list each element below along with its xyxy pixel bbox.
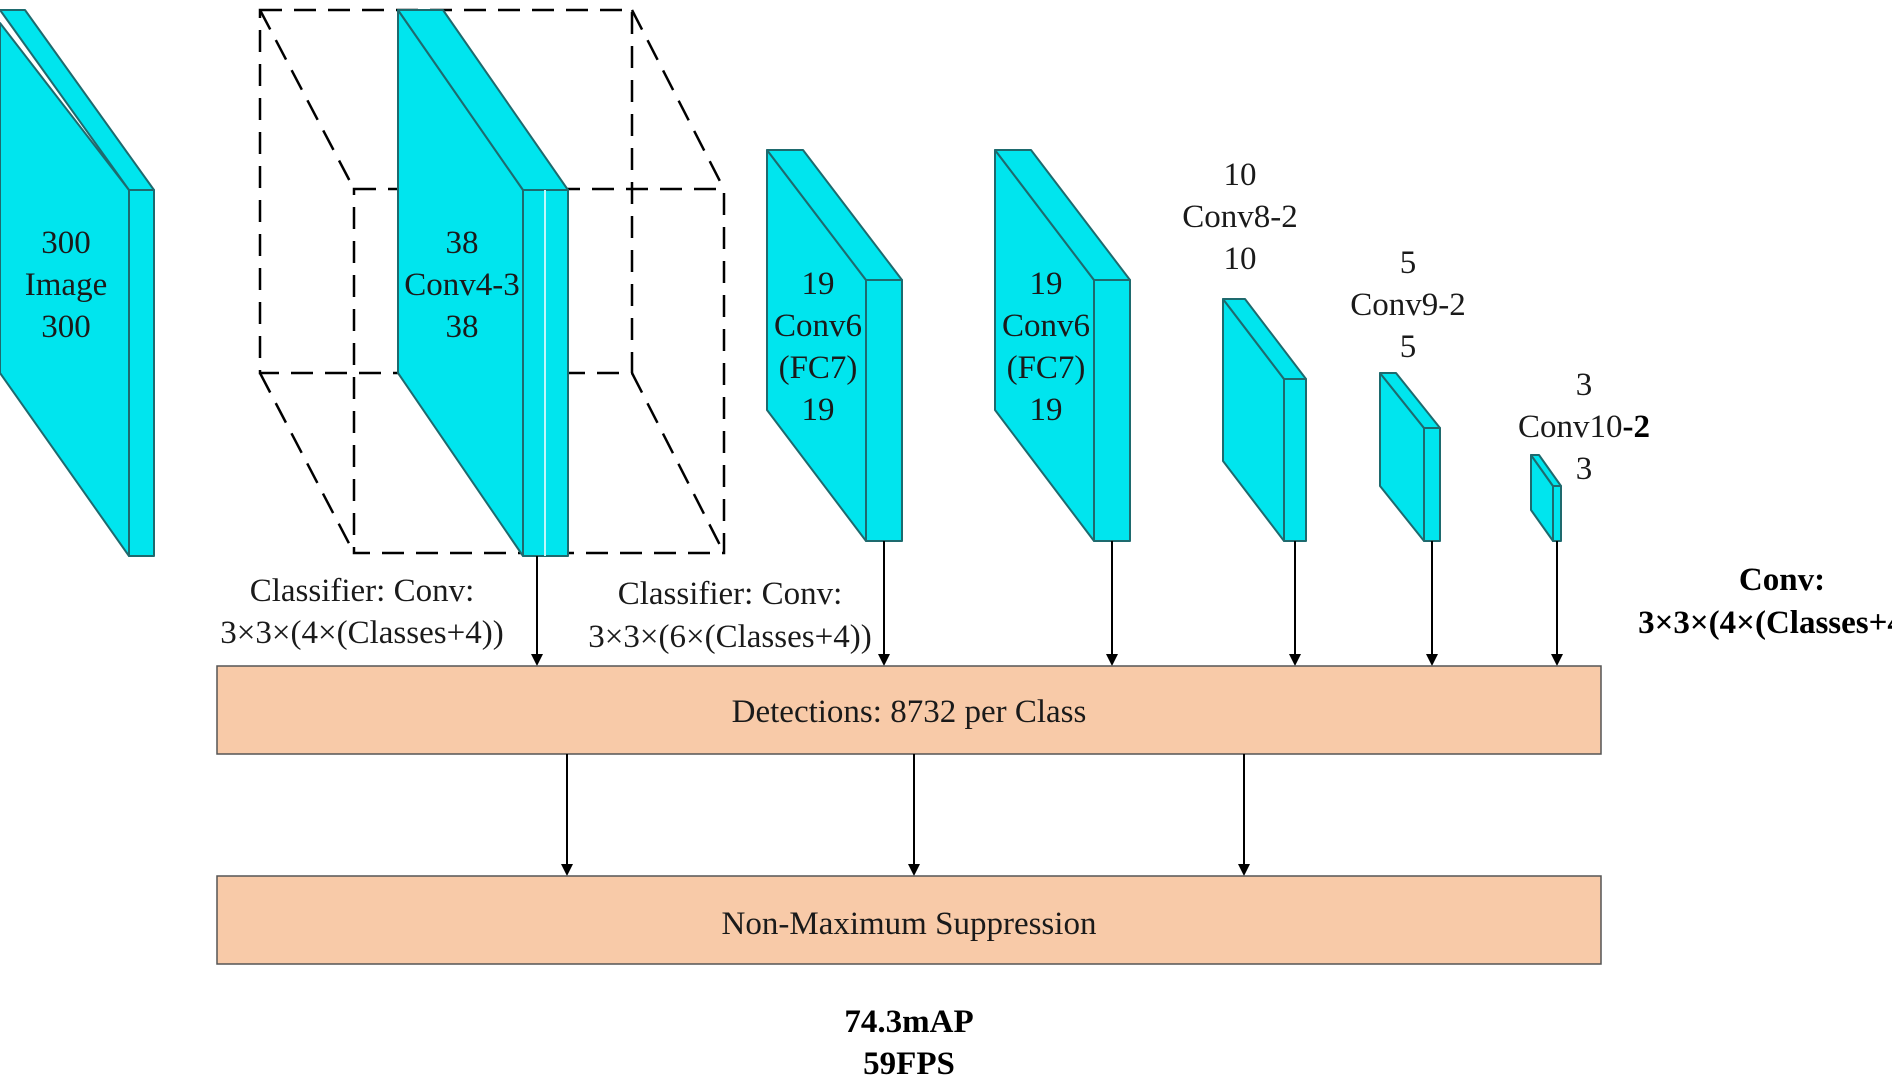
layer-conv6-a-label-3: (FC7) bbox=[779, 350, 858, 386]
layer-image-label-1: 300 bbox=[41, 225, 91, 261]
layer-conv6-b-label-4: 19 bbox=[1030, 392, 1063, 428]
layer-image: 300 Image 300 bbox=[0, 9, 155, 557]
detection-to-nms-arrows bbox=[561, 754, 1250, 876]
metric-map: 74.3mAP bbox=[844, 1004, 973, 1040]
performance-metrics: 74.3mAP 59FPS bbox=[844, 1004, 973, 1082]
layer-conv6-b-side bbox=[1093, 279, 1131, 542]
layer-conv8-2-top bbox=[1222, 298, 1307, 380]
layer-conv10-2-label-3: 3 bbox=[1576, 451, 1593, 487]
layer-conv9-2: 5 Conv9-2 5 bbox=[1350, 245, 1466, 542]
layer-image-label-3: 300 bbox=[41, 309, 91, 345]
layer-image-top bbox=[0, 9, 155, 191]
layer-conv10-2-top bbox=[1530, 454, 1562, 487]
metric-fps: 59FPS bbox=[863, 1046, 955, 1082]
layer-conv6-b-label-2: Conv6 bbox=[1002, 308, 1090, 344]
layer-conv10-2-label-2-main: Conv10 bbox=[1518, 409, 1623, 445]
layer-conv8-2-label-3: 10 bbox=[1224, 241, 1257, 277]
layer-conv10-2: 3 Conv10-2 3 bbox=[1518, 367, 1650, 542]
layer-conv9-2-label-2: Conv9-2 bbox=[1350, 287, 1466, 323]
layer-conv6-a-label-2: Conv6 bbox=[774, 308, 862, 344]
nms-box: Non-Maximum Suppression bbox=[216, 875, 1602, 965]
layer-to-detection-arrows bbox=[531, 541, 1563, 666]
classifier-label-conv4-3: Classifier: Conv: 3×3×(4×(Classes+4)) bbox=[220, 573, 503, 651]
layer-conv6-b: 19 Conv6 (FC7) 19 bbox=[994, 149, 1131, 542]
layer-conv4-3-label-2: Conv4-3 bbox=[404, 267, 520, 303]
classifier-label-extra-line-2: 3×3×(4×(Classes+4)) bbox=[1638, 605, 1892, 641]
classifier-label-conv6-line-2: 3×3×(6×(Classes+4)) bbox=[588, 619, 871, 655]
layer-conv4-3-top bbox=[397, 9, 569, 191]
layer-conv8-2-side bbox=[1283, 378, 1307, 542]
layer-conv8-2-label-1: 10 bbox=[1224, 157, 1257, 193]
layer-conv9-2-side bbox=[1423, 427, 1441, 542]
layer-conv6-a-label-4: 19 bbox=[802, 392, 835, 428]
layer-conv10-2-side bbox=[1552, 485, 1562, 542]
classifier-label-conv6-line-1: Classifier: Conv: bbox=[618, 576, 843, 612]
layer-conv10-2-label-1: 3 bbox=[1576, 367, 1593, 403]
layer-conv4-3-label-3: 38 bbox=[446, 309, 479, 345]
layer-conv9-2-top bbox=[1379, 372, 1441, 429]
layer-conv6-b-label-3: (FC7) bbox=[1007, 350, 1086, 386]
layer-image-label-2: Image bbox=[25, 267, 107, 303]
classifier-label-conv4-3-line-2: 3×3×(4×(Classes+4)) bbox=[220, 615, 503, 651]
layer-conv8-2: 10 Conv8-2 10 bbox=[1182, 157, 1307, 542]
layer-conv10-2-label-2: Conv10-2 bbox=[1518, 409, 1650, 445]
nms-box-label: Non-Maximum Suppression bbox=[722, 906, 1097, 942]
detections-box-rect bbox=[216, 665, 1602, 755]
nms-box-rect bbox=[216, 875, 1602, 965]
classifier-label-extra: Conv: 3×3×(4×(Classes+4)) bbox=[1638, 562, 1892, 641]
layer-conv6-a-side bbox=[865, 279, 903, 542]
detections-box-label: Detections: 8732 per Class bbox=[732, 694, 1087, 730]
layer-conv10-2-label-2-suffix: -2 bbox=[1623, 409, 1651, 445]
layer-conv9-2-label-3: 5 bbox=[1400, 329, 1417, 365]
layer-conv4-3: 38 Conv4-3 38 bbox=[397, 9, 569, 557]
layer-conv8-2-label-2: Conv8-2 bbox=[1182, 199, 1298, 235]
layer-conv6-a: 19 Conv6 (FC7) 19 bbox=[766, 149, 903, 542]
classifier-label-conv4-3-line-1: Classifier: Conv: bbox=[250, 573, 475, 609]
layer-conv4-3-label-1: 38 bbox=[446, 225, 479, 261]
layer-conv6-a-label-1: 19 bbox=[802, 266, 835, 302]
detections-box: Detections: 8732 per Class bbox=[216, 665, 1602, 755]
classifier-label-conv6: Classifier: Conv: 3×3×(6×(Classes+4)) bbox=[588, 576, 871, 655]
layer-conv9-2-label-1: 5 bbox=[1400, 245, 1417, 281]
layer-conv6-b-label-1: 19 bbox=[1030, 266, 1063, 302]
layer-image-side bbox=[128, 189, 155, 557]
layer-conv6-b-top bbox=[994, 149, 1131, 281]
classifier-label-extra-line-1: Conv: bbox=[1739, 562, 1825, 598]
layer-conv6-a-top bbox=[766, 149, 903, 281]
